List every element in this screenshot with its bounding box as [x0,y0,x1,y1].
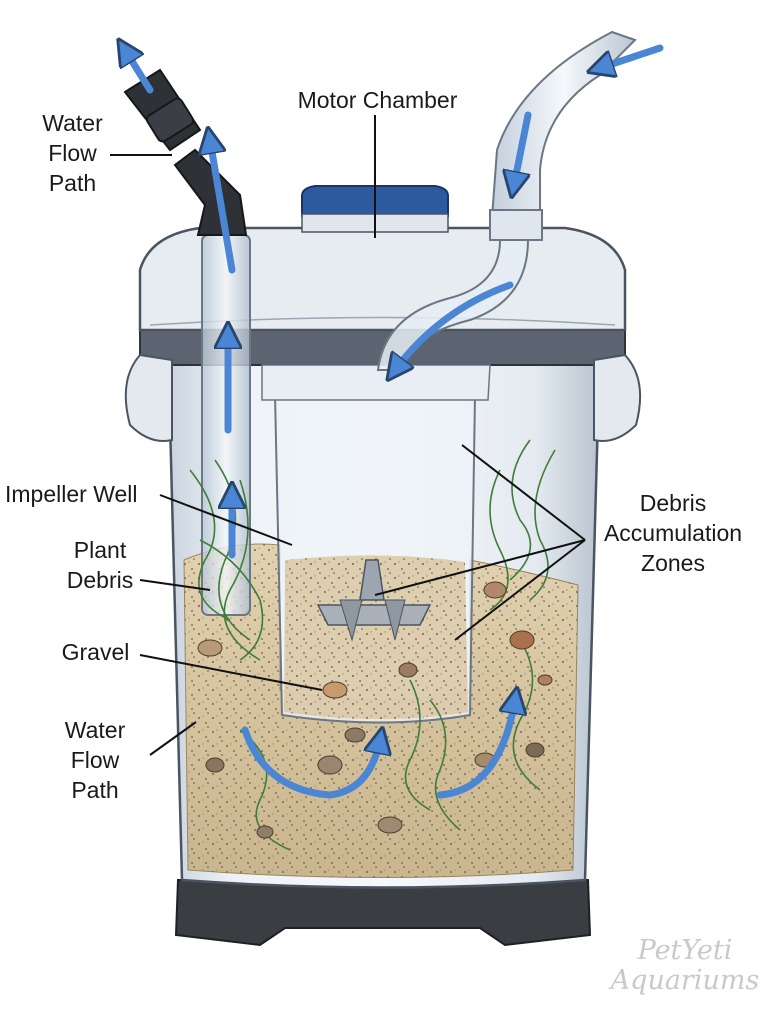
label-motor-chamber: Motor Chamber [297,87,458,113]
flow-arrow-bottom-left [241,730,380,799]
flow-arrows [125,44,664,799]
label-debris-zones: Debris Accumulation Zones [603,490,743,576]
label-water-flow-bottom: Water Flow Path [64,717,126,803]
flow-arrow-inlet-bend [514,111,532,185]
flow-arrow-outlet [125,50,154,94]
flow-arrow-internal [395,281,514,370]
flow-arrow-inlet-top [600,44,664,68]
leader-water-flow-bottom [149,721,197,756]
leader-impeller-well [159,494,293,546]
right-handle [593,353,642,442]
label-water-flow-top: Water Flow Path [42,110,103,196]
left-handle [124,353,173,442]
label-impeller-well: Impeller Well [5,481,138,507]
outlet-hose [173,148,248,236]
leader-debris-zone-2 [374,539,586,596]
leader-debris-zone-1 [461,444,586,541]
gravel-stones [197,581,553,839]
plant-debris [189,439,556,851]
label-plant-debris: Plant Debris [66,537,134,593]
leader-plant-debris [139,579,211,591]
flow-arrow-tube-top [210,140,236,274]
flow-arrow-bottom-right [436,700,515,799]
leader-lines [110,115,586,756]
impeller [316,559,432,642]
label-gravel: Gravel [61,639,130,665]
canister-base [174,879,592,947]
leader-gravel [139,654,323,691]
watermark-logo: PetYeti Aquariums [610,935,760,996]
leader-debris-zone-3 [454,539,586,641]
